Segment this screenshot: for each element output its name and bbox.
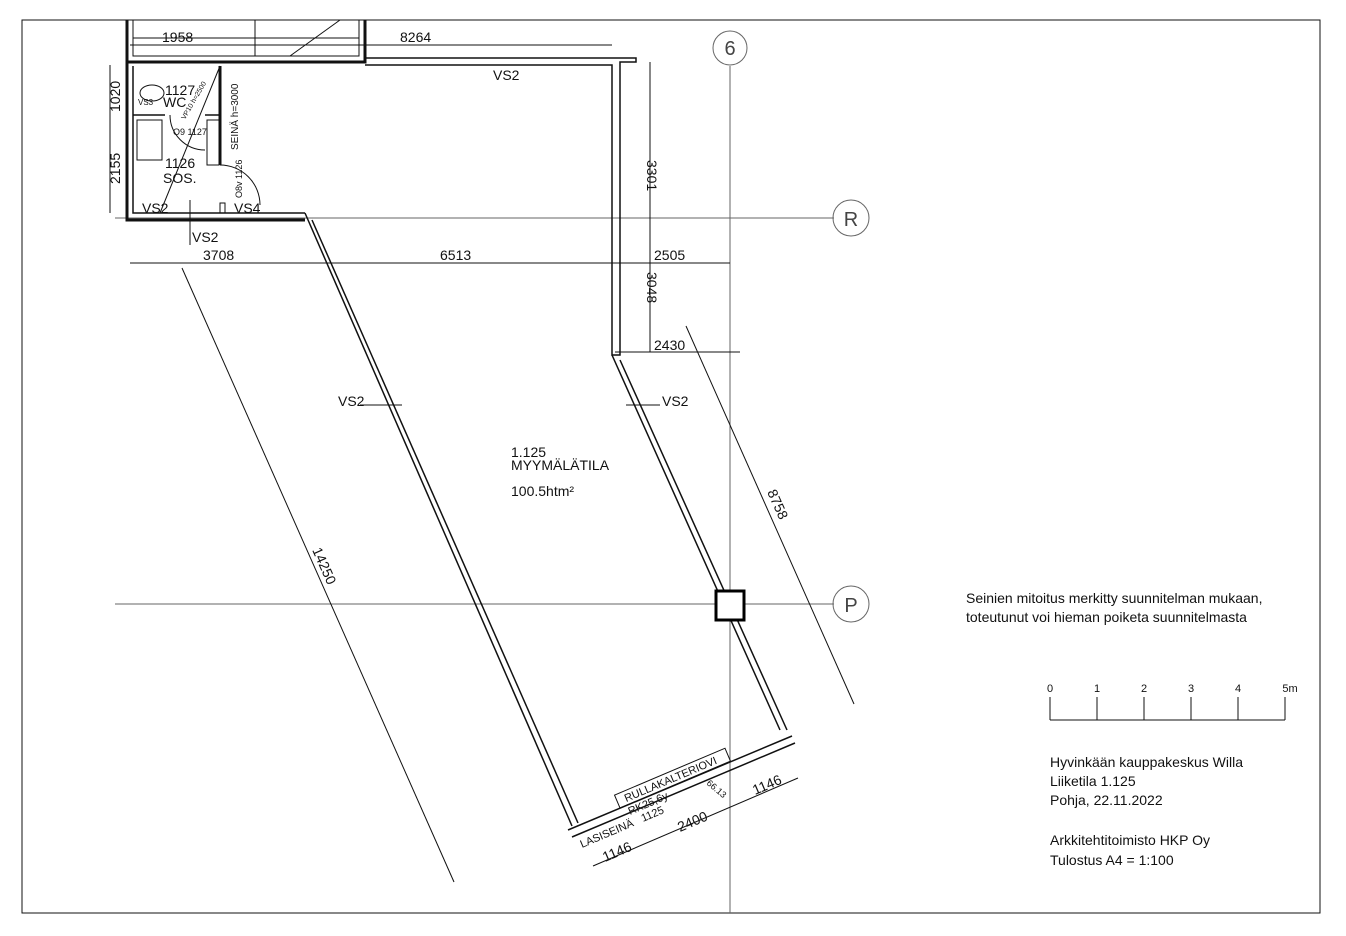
wall-type-vs2: VS2 xyxy=(142,200,169,216)
dim-3048: 3048 xyxy=(644,272,660,303)
dim-2400: 2400 xyxy=(675,808,710,835)
wc-name: WC xyxy=(163,94,186,110)
dim-2430: 2430 xyxy=(654,337,685,353)
dim-1146-right: 1146 xyxy=(750,771,784,798)
wall-type-vs2: VS2 xyxy=(338,393,365,409)
sos-name: SOS. xyxy=(163,170,196,186)
svg-text:3: 3 xyxy=(1188,683,1194,695)
grid-axis-p: P xyxy=(115,585,870,623)
door-1126: O8v 1126 xyxy=(234,160,244,198)
dim-8264: 8264 xyxy=(400,29,431,45)
svg-text:5m: 5m xyxy=(1282,683,1297,695)
partition-label: SEINÄ h=3000 xyxy=(229,83,241,150)
drawing-frame xyxy=(21,19,1321,914)
dim-2505: 2505 xyxy=(654,247,685,263)
office-name: Arkkitehtitoimisto HKP Oy xyxy=(1050,832,1210,848)
room-area: 100.5htm² xyxy=(511,483,574,499)
wall-type-vs2: VS2 xyxy=(662,393,689,409)
wall-type-vs2: VS2 xyxy=(192,229,219,245)
dim-8758: 8758 xyxy=(764,487,791,522)
dim-1146-left: 1146 xyxy=(600,838,634,865)
note-line-2: toteutunut voi hieman poiketa suunnitelm… xyxy=(966,609,1247,625)
dim-1020: 1020 xyxy=(107,81,123,112)
svg-text:2: 2 xyxy=(1141,683,1147,695)
project-name: Hyvinkään kauppakeskus Willa xyxy=(1050,754,1243,770)
grid-axis-6: 6 xyxy=(712,30,748,913)
svg-text:4: 4 xyxy=(1235,683,1241,695)
dim-1958: 1958 xyxy=(162,29,193,45)
dim-3708: 3708 xyxy=(203,247,234,263)
svg-text:RULLAKALTERIOVI: RULLAKALTERIOVI xyxy=(623,755,719,805)
scale-bar: 0 1 2 3 4 5m xyxy=(1047,683,1298,721)
wc-number: 1127 xyxy=(165,82,195,98)
svg-text:R: R xyxy=(844,209,858,231)
svg-text:0: 0 xyxy=(1047,683,1053,695)
sos-number: 1126 xyxy=(165,155,195,171)
wall-type-vs2: VS2 xyxy=(493,67,520,83)
door-1127: O9 1127 xyxy=(173,127,207,137)
print-scale: Tulostus A4 = 1:100 xyxy=(1050,852,1174,868)
walls xyxy=(125,19,796,838)
angle-label: 66.13 xyxy=(705,778,729,800)
room-number: 1.125 xyxy=(511,444,546,460)
dim-3301: 3301 xyxy=(644,160,660,191)
room-name: MYYMÄLÄTILA xyxy=(511,457,610,473)
unit-name: Liiketila 1.125 xyxy=(1050,773,1136,789)
svg-text:6: 6 xyxy=(724,38,735,60)
grid-axis-r: R xyxy=(115,199,870,237)
wall-type-vs4: VS4 xyxy=(234,200,261,216)
dimension-lines xyxy=(109,44,855,883)
dim-6513: 6513 xyxy=(440,247,471,263)
sheet-info: Pohja, 22.11.2022 xyxy=(1050,792,1163,808)
svg-text:P: P xyxy=(844,595,857,617)
note-line-1: Seinien mitoitus merkitty suunnitelman m… xyxy=(966,590,1262,606)
svg-text:1: 1 xyxy=(1094,683,1100,695)
wc-fixture: VS3 xyxy=(138,98,154,107)
dim-2155: 2155 xyxy=(107,153,123,184)
